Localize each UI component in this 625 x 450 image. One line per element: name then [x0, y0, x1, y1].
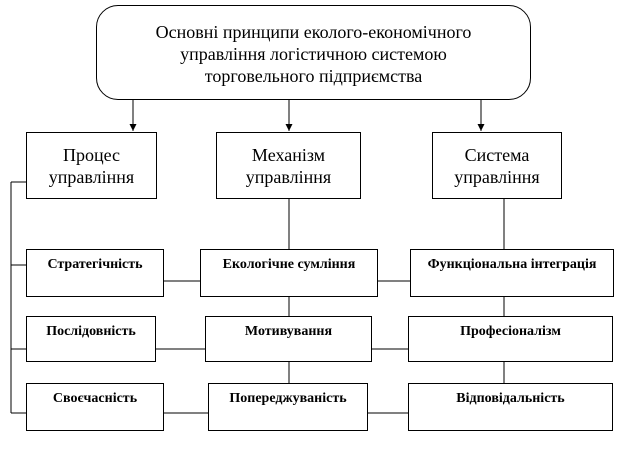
- title-line-1: Основні принципи еколого-економічного: [155, 21, 472, 42]
- principle-motivation: Мотивування: [205, 316, 372, 362]
- category-system-box: Система управління: [432, 132, 562, 199]
- category-mechanism-line-2: управління: [245, 166, 332, 187]
- title-line-2: управління логістичною системою: [180, 43, 447, 64]
- category-process-line-2: управління: [48, 166, 135, 187]
- principle-professionalism: Професіоналізм: [408, 316, 613, 362]
- principle-responsibility: Відповідальність: [408, 383, 613, 431]
- principle-sequence: Послідовність: [26, 316, 156, 362]
- category-system-line-2: управління: [454, 166, 540, 187]
- category-mechanism-line-1: Механізм: [251, 144, 326, 165]
- category-process-box: Процес управління: [26, 132, 157, 199]
- principle-strategic: Стратегічність: [26, 249, 164, 297]
- diagram-title-box: Основні принципи еколого-економічного уп…: [96, 5, 531, 100]
- principle-ecological-conscience: Екологічне сумління: [200, 249, 378, 297]
- principle-prevention: Попереджуваність: [208, 383, 368, 431]
- category-system-line-1: Система: [464, 144, 530, 165]
- principle-timeliness: Своєчасність: [26, 383, 164, 431]
- category-mechanism-box: Механізм управління: [216, 132, 361, 199]
- title-line-3: торговельного підприємства: [204, 65, 423, 86]
- category-process-line-1: Процес: [62, 144, 121, 165]
- principle-functional-integration: Функціональна інтеграція: [410, 249, 614, 297]
